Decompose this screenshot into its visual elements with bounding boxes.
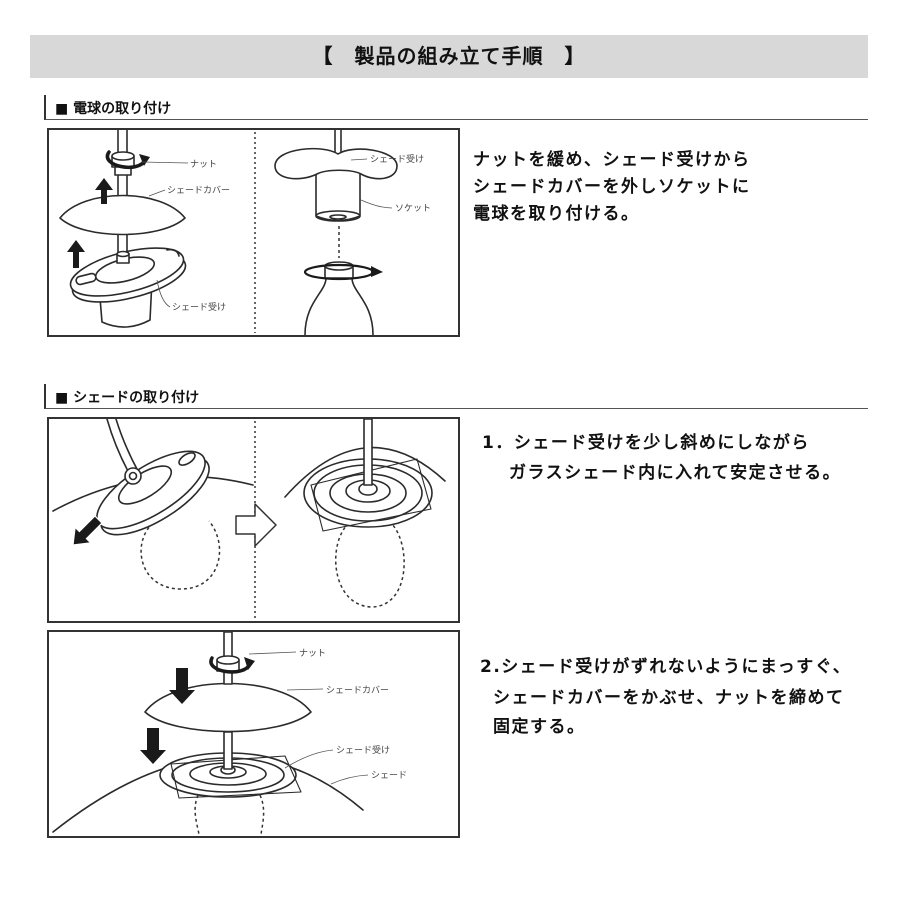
bulb-hidden-outline (194, 789, 265, 836)
leader-line (284, 749, 334, 769)
figure-bulb-install: ナット シェードカバー シェード受け (47, 128, 460, 337)
label-shade: シェード (371, 771, 407, 781)
instruction-line: ナットを緩め、シェード受けから (473, 150, 751, 170)
page-title: 【 製品の組み立て手順 】 (312, 44, 586, 68)
arrow-down-icon (169, 668, 195, 704)
holder-nut (124, 467, 142, 485)
arrow-down-icon (140, 728, 166, 764)
shade-holder-part (69, 247, 187, 328)
arrow-right-outline-icon (235, 503, 277, 547)
step2-line: 2.シェード受けがずれないようにまっすぐ、 (480, 657, 852, 677)
section-heading-shade: ■ シェードの取り付け (44, 384, 868, 409)
label-nut: ナット (299, 648, 326, 659)
shade-holder-seated (303, 458, 433, 532)
pipe-rod (334, 130, 342, 153)
shade-holder-wavy (274, 147, 398, 180)
holder-slot (75, 272, 97, 286)
label-shade-holder: シェード受け (172, 301, 226, 313)
leader-line (156, 279, 171, 308)
section-heading-bulb: ■ 電球の取り付け (44, 95, 868, 120)
shade-insert-illustration (52, 419, 446, 619)
shade-cover (59, 194, 186, 236)
rotate-arrow-icon (105, 150, 150, 170)
step2-line: 固定する。 (493, 717, 586, 737)
rotate-ring-arrow-icon (303, 263, 383, 281)
shade-holder-tilted (96, 450, 210, 536)
leader-line (248, 651, 297, 655)
instruction-line: 電球を取り付ける。 (473, 204, 640, 224)
shade-fix-illustration: ナット シェードカバー シェード受け シェード (52, 632, 407, 836)
label-shade-holder: シェード受け (336, 744, 390, 756)
instruction-line: シェードカバーを外しソケットに (473, 177, 751, 197)
bulb-hidden-outline (335, 522, 405, 608)
bulb-install-illustration: ナット シェードカバー シェード受け (59, 130, 431, 335)
step1-line: 1．シェード受けを少し斜めにしながら (482, 433, 810, 453)
nut-part (216, 655, 240, 672)
label-shade-cover: シェードカバー (326, 685, 389, 696)
figure-shade-fix: ナット シェードカバー シェード受け シェード (47, 630, 460, 838)
pipe-rod (117, 130, 128, 257)
holder-slot-right (166, 248, 180, 257)
section-heading-bulb-text: ■ 電球の取り付け (55, 101, 172, 117)
leader-line (360, 199, 393, 209)
leader-line (140, 161, 189, 164)
leader-line (330, 774, 369, 785)
step1-line: ガラスシェード内に入れて安定させる。 (509, 463, 842, 483)
label-socket: ソケット (395, 203, 431, 214)
holder-nut (116, 250, 130, 264)
pipe-rod (363, 419, 373, 486)
nut-part (111, 151, 135, 176)
arrow-up-icon (67, 240, 85, 268)
bulb-hidden-outline (140, 520, 221, 590)
section-heading-shade-text: ■ シェードの取り付け (55, 390, 200, 406)
label-shade-cover: シェードカバー (167, 185, 230, 196)
socket-part (315, 161, 361, 222)
figure-shade-insert (47, 417, 460, 623)
rotate-arrow-icon (209, 656, 255, 674)
light-bulb (304, 261, 374, 335)
step2-line: シェードカバーをかぶせ、ナットを締めて (493, 688, 845, 708)
arrow-up-icon (95, 178, 113, 204)
power-cord (106, 419, 139, 474)
leader-line (148, 189, 166, 197)
leader-line (286, 688, 324, 691)
arrow-down-left-icon (72, 515, 103, 546)
label-shade-holder: シェード受け (370, 153, 424, 165)
title-bar: 【 製品の組み立て手順 】 (30, 35, 868, 78)
label-nut: ナット (190, 159, 217, 170)
pipe-rod (223, 731, 233, 770)
leader-line (350, 158, 368, 161)
